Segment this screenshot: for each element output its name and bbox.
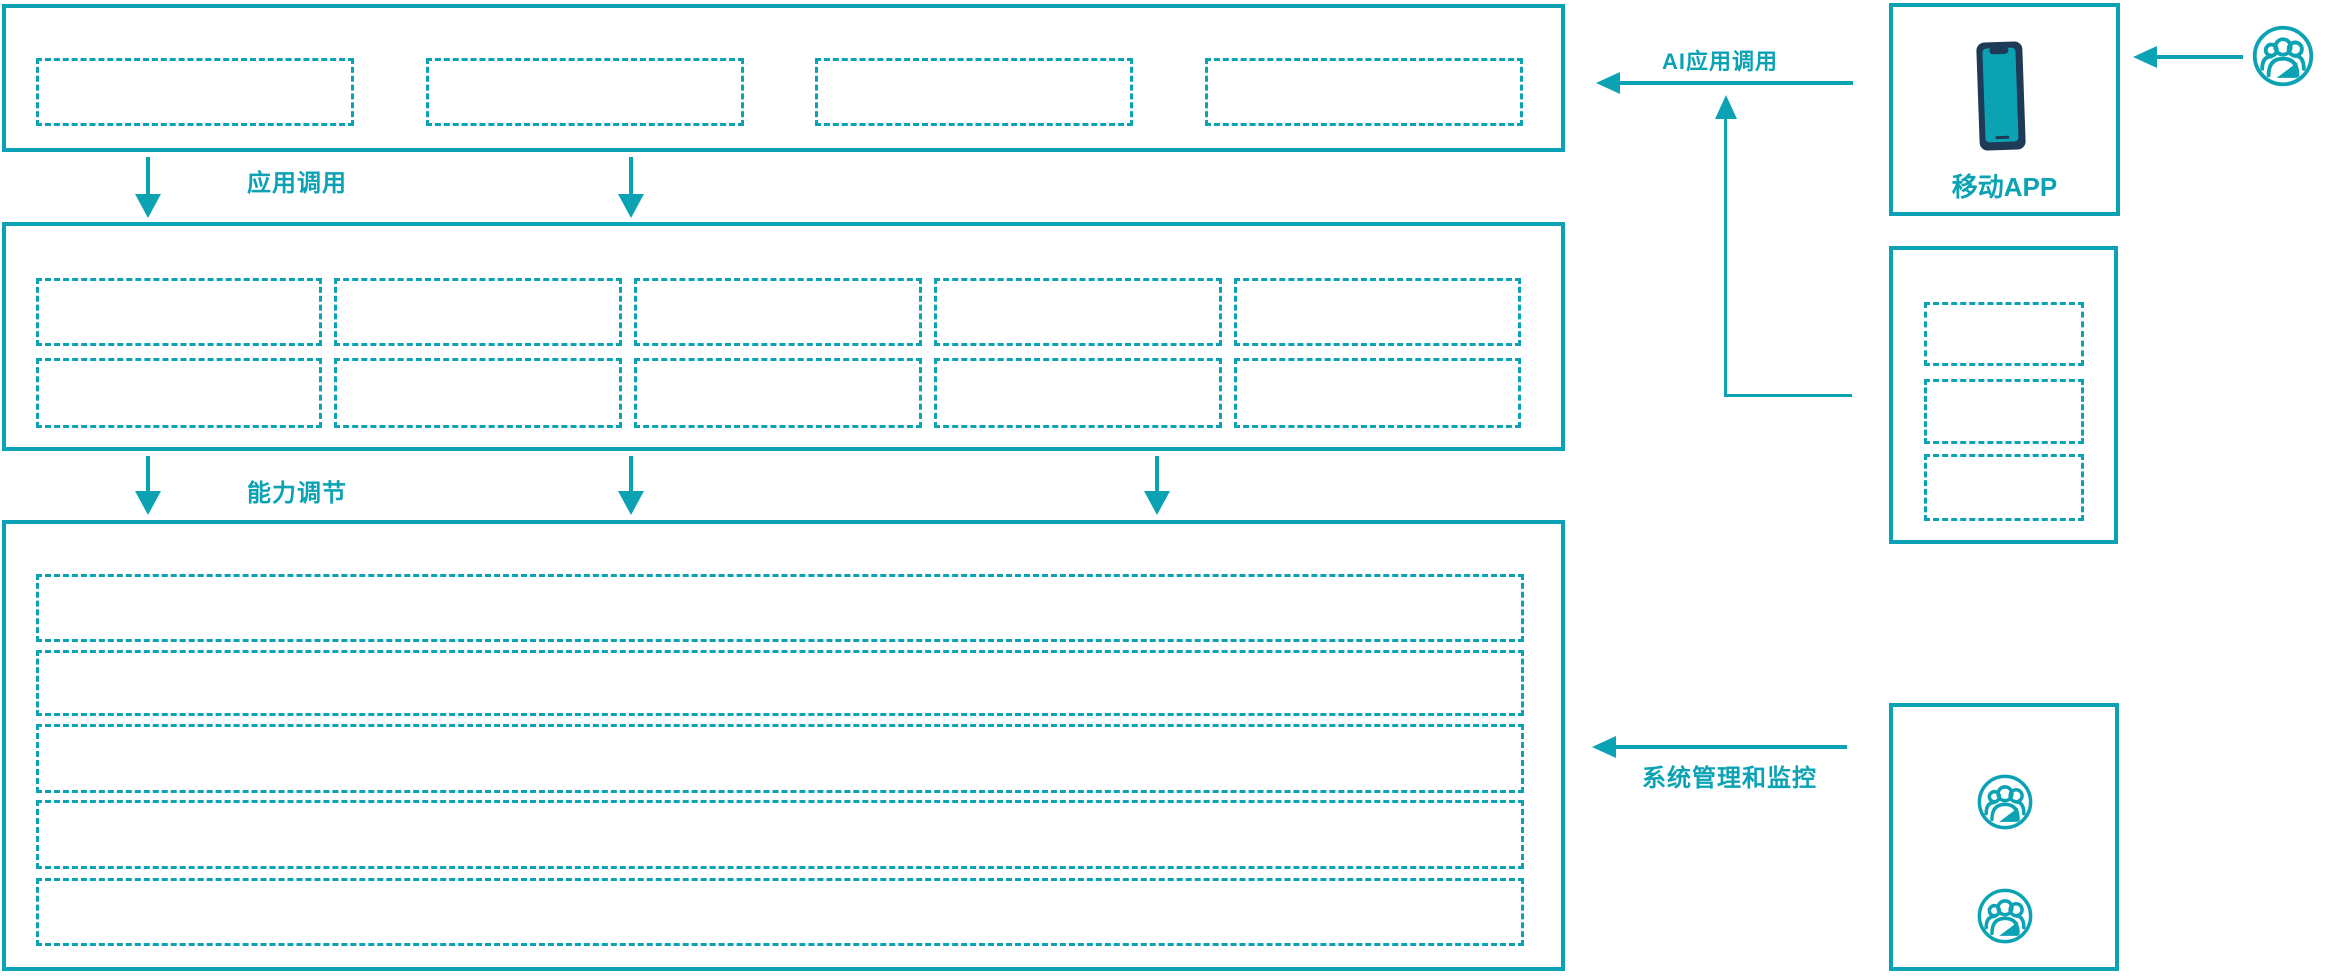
user-group-icon [1976, 773, 2034, 836]
capability-arrowhead [618, 491, 644, 515]
placeholder-box [36, 358, 322, 428]
system-monitor-arrowhead [1592, 736, 1616, 758]
placeholder-box [334, 358, 622, 428]
elbow-horizontal-line [1724, 394, 1852, 397]
capability-arrow-line [1155, 456, 1159, 492]
mobile-phone-icon [1965, 37, 2037, 162]
app-call-arrow-line [629, 157, 633, 195]
placeholder-box [426, 58, 744, 126]
placeholder-box [334, 278, 622, 346]
ai-app-call-arrowhead [1596, 72, 1620, 94]
placeholder-box [1234, 358, 1521, 428]
placeholder-box [934, 278, 1222, 346]
capability-arrowhead [1144, 491, 1170, 515]
module-box [1889, 246, 2118, 544]
placeholder-box [1205, 58, 1523, 126]
placeholder-box [1234, 278, 1521, 346]
app-call-arrowhead [618, 194, 644, 218]
ai-app-call-label: AI应用调用 [1662, 49, 1779, 74]
placeholder-box [634, 278, 922, 346]
user-to-app-arrowhead [2133, 46, 2157, 68]
mobile-app-label: 移动APP [1951, 172, 2058, 202]
capability-arrowhead [135, 491, 161, 515]
middle-layer-band [2, 222, 1565, 451]
admin-box [1889, 703, 2119, 971]
app-call-label: 应用调用 [247, 170, 347, 197]
placeholder-box [634, 358, 922, 428]
capability-adjust-label: 能力调节 [247, 480, 347, 507]
elbow-vertical-line [1724, 119, 1727, 397]
user-group-icon [1976, 887, 2034, 950]
placeholder-row [36, 650, 1524, 716]
user-group-icon [2251, 24, 2315, 93]
placeholder-box [934, 358, 1222, 428]
user-to-app-arrow-line [2157, 55, 2243, 59]
capability-arrow-line [146, 456, 150, 492]
app-call-arrowhead [135, 194, 161, 218]
placeholder-row [36, 878, 1524, 946]
placeholder-box [1924, 454, 2084, 521]
placeholder-box [1924, 302, 2084, 366]
system-monitor-label: 系统管理和监控 [1642, 765, 1817, 792]
system-monitor-arrow-line [1616, 745, 1847, 749]
placeholder-box [36, 58, 354, 126]
bottom-layer-band [2, 520, 1565, 971]
capability-arrow-line [629, 456, 633, 492]
placeholder-box [36, 278, 322, 346]
placeholder-row [36, 574, 1524, 642]
placeholder-row [36, 800, 1524, 869]
placeholder-box [815, 58, 1133, 126]
elbow-up-arrowhead [1715, 95, 1737, 119]
top-layer-band [2, 4, 1565, 152]
mobile-app-box: 移动APP [1889, 3, 2120, 216]
app-call-arrow-line [146, 157, 150, 195]
placeholder-row [36, 724, 1524, 793]
placeholder-box [1924, 379, 2084, 444]
ai-app-call-arrow-line [1620, 81, 1853, 85]
